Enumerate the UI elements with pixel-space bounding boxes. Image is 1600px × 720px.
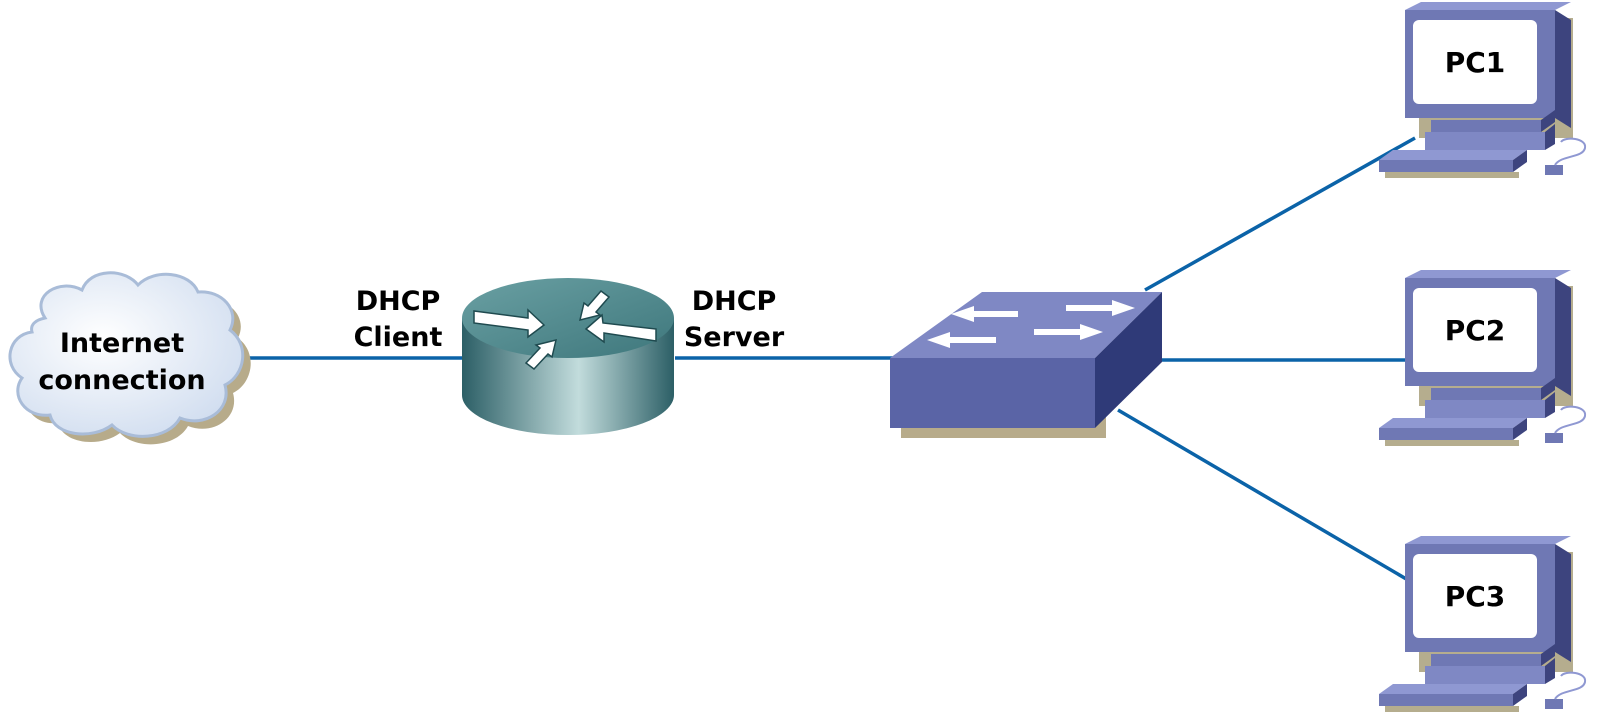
switch-icon <box>890 292 1162 438</box>
dhcp-client-label: DHCP Client <box>354 286 443 353</box>
pc1-label: PC1 <box>1445 46 1506 79</box>
dhcp-client-line1: DHCP <box>356 286 441 317</box>
link-switch-pc1 <box>1144 136 1416 292</box>
pc1-icon: PC1 <box>1378 1 1587 179</box>
pc2-label: PC2 <box>1445 314 1506 347</box>
internet-cloud: Internet connection <box>8 271 251 445</box>
dhcp-server-label: DHCP Server <box>684 286 785 353</box>
dhcp-client-line2: Client <box>354 322 443 353</box>
link-switch-pc3 <box>1117 408 1409 582</box>
dhcp-server-line1: DHCP <box>692 286 777 317</box>
dhcp-server-line2: Server <box>684 322 785 353</box>
internet-label-line1: Internet <box>60 328 184 359</box>
pc2-icon: PC2 <box>1378 269 1587 447</box>
router-icon <box>462 278 674 435</box>
pc3-icon: PC3 <box>1378 535 1587 713</box>
pc3-label: PC3 <box>1445 580 1506 613</box>
internet-label-line2: connection <box>38 365 205 396</box>
